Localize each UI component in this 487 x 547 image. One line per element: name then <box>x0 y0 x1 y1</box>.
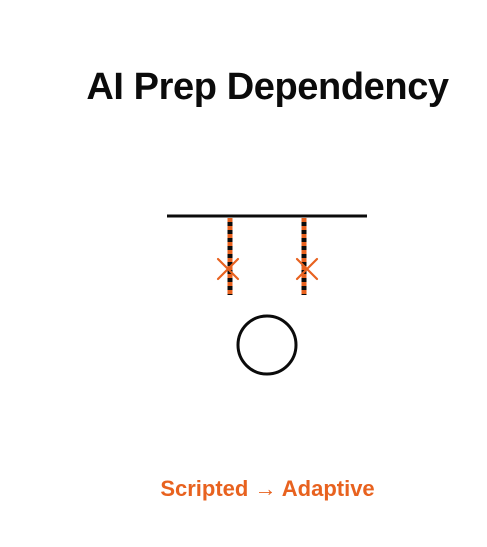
right-cross-mark-icon <box>295 257 319 281</box>
circle-icon <box>236 314 298 376</box>
left-cross-mark-icon <box>216 257 240 281</box>
caption-text: Scripted → Adaptive <box>160 476 375 501</box>
page-title: AI Prep Dependency <box>86 66 449 108</box>
